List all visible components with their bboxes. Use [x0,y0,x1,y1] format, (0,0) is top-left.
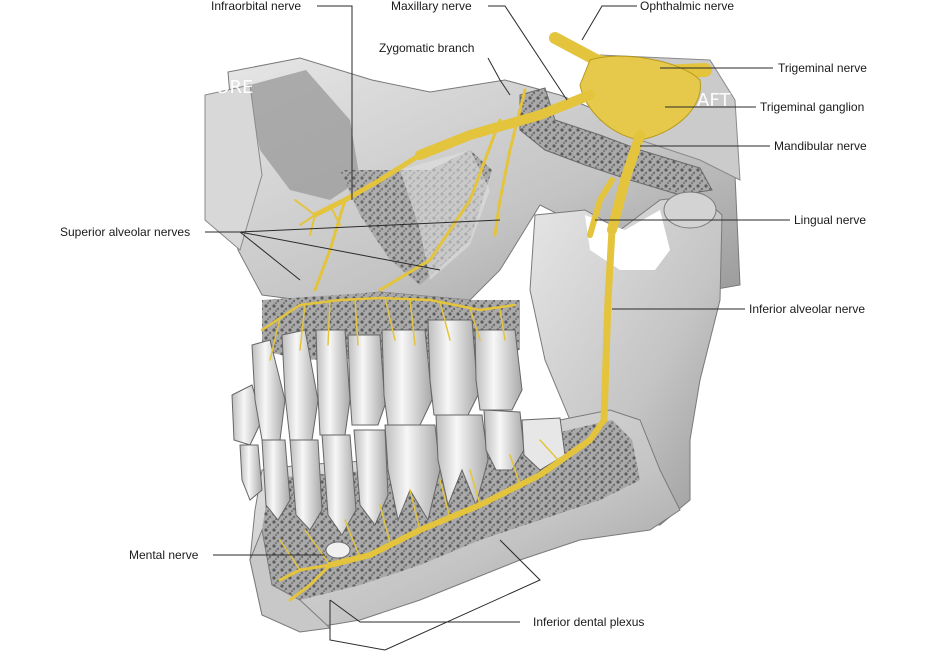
lower-teeth [239,409,566,536]
label-superior-alveolar-nerves: Superior alveolar nerves [60,225,190,239]
watermark-after: AFT [697,90,731,111]
label-ophthalmic-nerve: Ophthalmic nerve [640,0,734,13]
label-inferior-alveolar-nerve: Inferior alveolar nerve [749,302,865,316]
label-maxillary-nerve: Maxillary nerve [391,0,472,13]
nerve-pathways [260,32,712,602]
label-mental-nerve: Mental nerve [129,548,199,562]
label-zygomatic-branch: Zygomatic branch [379,41,474,55]
upper-teeth [231,319,523,446]
label-infraorbital-nerve: Infraorbital nerve [211,0,301,13]
labels: Infraorbital nerve Maxillary nerve Ophth… [60,0,867,629]
watermark-before: FORE [205,77,253,98]
label-inferior-dental-plexus: Inferior dental plexus [533,615,644,629]
label-mandibular-nerve: Mandibular nerve [774,139,867,153]
label-lingual-nerve: Lingual nerve [794,213,866,227]
leader-lines [205,5,790,651]
label-trigeminal-nerve: Trigeminal nerve [778,61,867,75]
label-trigeminal-ganglion: Trigeminal ganglion [760,100,864,114]
